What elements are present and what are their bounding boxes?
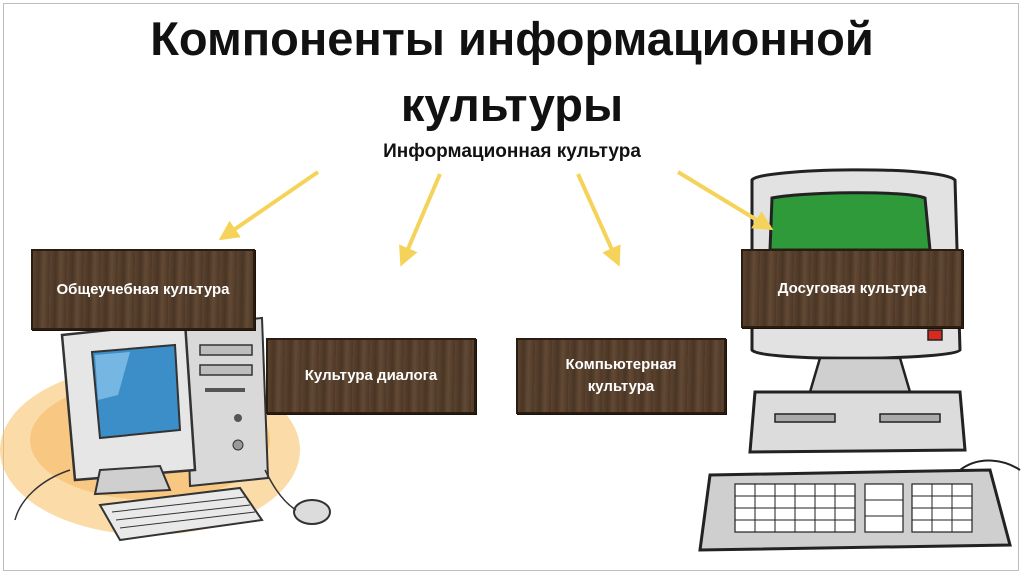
component-label: Культура диалога <box>304 367 438 384</box>
component-box-leisure: Досуговая культура <box>741 249 963 328</box>
arrow-to-general-culture <box>218 170 320 241</box>
component-box-computer: Компьютерная культура <box>516 338 726 414</box>
arrow-to-computer-culture <box>576 173 621 267</box>
slide-title: Компоненты информационной культуры <box>0 6 1024 138</box>
component-box-dialog: Культура диалога <box>266 338 476 414</box>
component-label: Досуговая культура <box>777 279 927 297</box>
component-label: Общеучебная культура <box>56 280 230 298</box>
arrow-to-leisure-culture <box>676 170 774 231</box>
component-label: Компьютерная культура <box>565 356 677 395</box>
slide-frame <box>3 3 1019 571</box>
title-line-2: культуры <box>400 78 624 131</box>
arrow-to-dialog-culture <box>399 173 442 267</box>
title-line-1: Компоненты информационной <box>150 12 874 65</box>
root-label: Информационная культура <box>383 141 641 162</box>
component-box-general-education: Общеучебная культура <box>31 249 255 330</box>
